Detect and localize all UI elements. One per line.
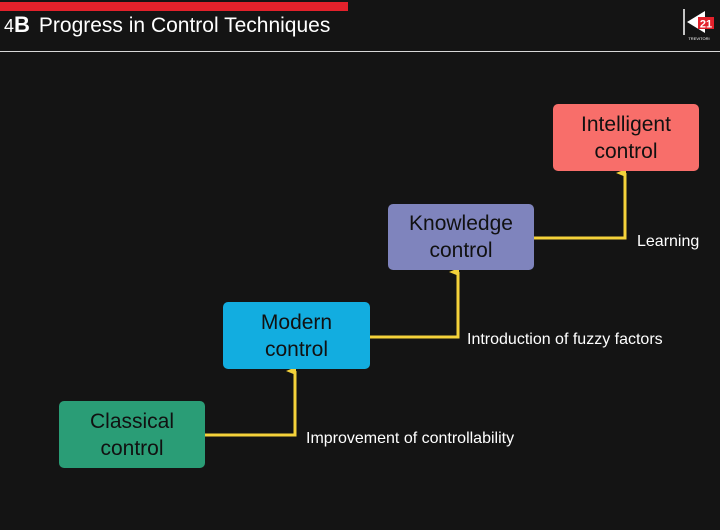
title-text: Progress in Control Techniques <box>38 14 331 37</box>
transition-label-fuzzy-factors: Introduction of fuzzy factors <box>467 331 663 348</box>
node-knowledge-control: Knowledge control <box>388 204 534 270</box>
node-modern-control: Modern control <box>223 302 370 369</box>
header-divider <box>0 51 720 52</box>
accent-bar <box>0 2 348 11</box>
node-classical-control: Classical control <box>59 401 205 468</box>
publisher-logo-icon: 21 TREVITORI <box>683 9 714 41</box>
connector-modern-to-knowledge <box>370 268 460 339</box>
connector-classical-to-modern <box>205 367 297 437</box>
connector-knowledge-to-intelligent <box>534 169 627 240</box>
page-title: 4B Progress in Control Techniques <box>4 11 330 39</box>
transition-label-controllability: Improvement of controllability <box>306 430 515 447</box>
transition-label-learning: Learning <box>637 233 700 250</box>
section-number: 4 <box>4 16 15 36</box>
logo-caption: TREVITORI <box>688 36 709 41</box>
section-letter: B <box>14 12 30 37</box>
logo-digits: 21 <box>700 19 712 31</box>
node-intelligent-control: Intelligent control <box>553 104 699 171</box>
